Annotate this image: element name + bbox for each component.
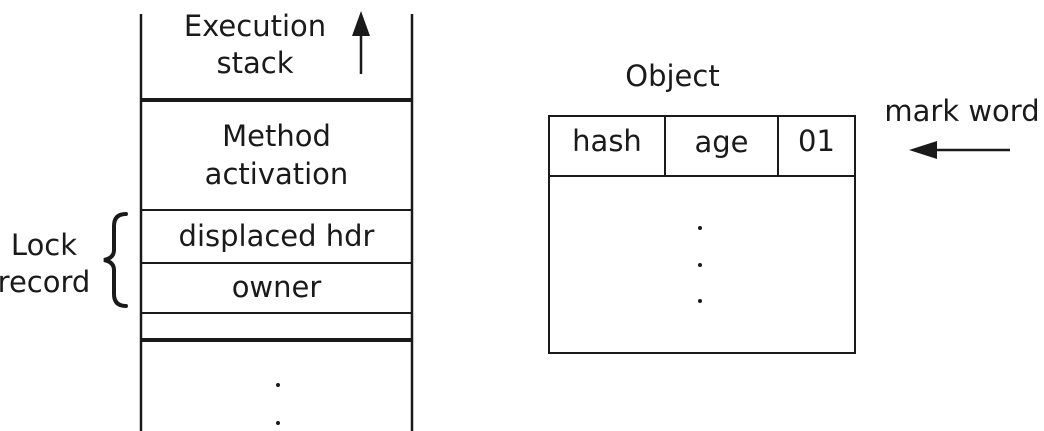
method-activation-label-line2: activation xyxy=(204,157,349,191)
owner-label: owner xyxy=(231,270,322,304)
mark-word-label: mark word xyxy=(884,94,1040,128)
object-ellipsis-dot-3 xyxy=(698,299,702,303)
displaced-hdr-label: displaced hdr xyxy=(178,219,375,253)
lock-record-label-line2: record xyxy=(0,265,91,299)
up-arrow-icon xyxy=(352,11,370,74)
execution-stack-column xyxy=(139,14,414,431)
lock-record-label-line1: Lock xyxy=(10,228,78,262)
stack-ellipsis-dot-2 xyxy=(276,421,280,425)
object-ellipsis-dot-1 xyxy=(698,226,702,230)
object-title: Object xyxy=(625,59,720,93)
execution-stack-label-line2: stack xyxy=(216,46,294,80)
left-arrow-icon xyxy=(909,141,1010,159)
object-field-hash: hash xyxy=(572,124,642,158)
execution-stack-label-line1: Execution xyxy=(183,9,327,43)
object-field-lock-bits: 01 xyxy=(798,124,835,158)
object-box xyxy=(548,115,856,354)
stack-ellipsis-dot-1 xyxy=(276,383,280,387)
lock-record-brace-icon xyxy=(103,212,128,308)
method-activation-label-line1: Method xyxy=(222,119,331,153)
object-field-age: age xyxy=(694,125,749,159)
object-ellipsis-dot-2 xyxy=(698,263,702,267)
